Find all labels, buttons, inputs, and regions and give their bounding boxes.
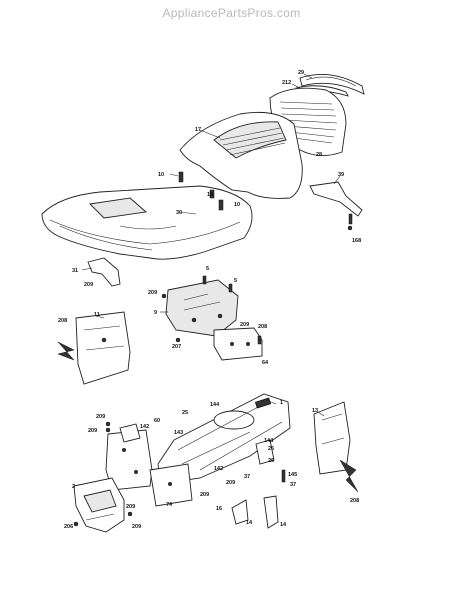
callout-10-right: 10 (234, 202, 240, 208)
callout-207: 207 (172, 344, 181, 350)
callout-168: 168 (352, 238, 361, 244)
bolt-145 (281, 469, 286, 483)
callout-209-body: 209 (84, 282, 93, 288)
spacer-18 (209, 189, 215, 199)
callout-144-top: 144 (210, 402, 220, 408)
hood-bracket (309, 181, 363, 225)
callout-31: 31 (72, 268, 78, 274)
pivot-bracket-142 (119, 423, 141, 443)
callout-9: 9 (154, 310, 157, 316)
callout-28: 28 (316, 152, 322, 158)
callout-143: 143 (174, 430, 183, 436)
callout-208-bracket: 208 (258, 324, 267, 330)
bolt-209-b (105, 427, 111, 433)
callout-142-top: 142 (140, 424, 149, 430)
callout-145: 145 (288, 472, 297, 478)
callout-10-left: 10 (158, 172, 164, 178)
callout-209-h: 209 (126, 504, 135, 510)
callout-5-right: 5 (234, 278, 237, 284)
callout-209-panel: 209 (148, 290, 157, 296)
callout-212: 212 (282, 80, 291, 86)
side-panel-right (313, 401, 351, 475)
callout-29: 29 (298, 70, 304, 76)
callout-208-right: 208 (350, 498, 359, 504)
callout-209-a: 209 (96, 414, 105, 420)
dash-panel-plate (165, 279, 239, 337)
callout-206: 206 (64, 524, 73, 530)
grille-top-trim (299, 73, 365, 95)
control-bracket (213, 327, 263, 361)
screws-208-right (339, 459, 359, 493)
callout-5-left: 5 (206, 266, 209, 272)
bolt-168 (347, 225, 353, 231)
bolt-206 (73, 521, 79, 527)
callout-39: 39 (338, 172, 344, 178)
callout-1: 1 (280, 400, 283, 406)
leader-lines (81, 73, 341, 417)
bolt-209-a (105, 421, 111, 427)
callout-209-f: 209 (226, 480, 235, 486)
callout-30: 30 (176, 210, 182, 216)
callout-labels: 29 212 28 17 10 18 10 30 39 168 31 209 5… (58, 70, 361, 530)
lever-14 (263, 495, 279, 529)
callout-2: 2 (72, 484, 75, 490)
callout-18: 18 (207, 192, 213, 198)
bolt-209-bumper (127, 511, 133, 517)
screw-10-left (178, 171, 184, 183)
callout-209-b: 209 (88, 428, 97, 434)
callout-209-bracket: 209 (240, 322, 249, 328)
front-bumper (73, 477, 125, 533)
callout-208-left: 208 (58, 318, 67, 324)
callout-209-g: 209 (200, 492, 209, 498)
callout-25: 25 (182, 410, 188, 416)
bracket-26 (255, 439, 275, 465)
callout-74: 74 (166, 502, 173, 508)
body-bracket (87, 257, 121, 287)
callout-13: 13 (312, 408, 318, 414)
callout-37-lower: 37 (290, 482, 296, 488)
callout-26-lower: 26 (268, 458, 274, 464)
callout-60: 60 (154, 418, 160, 424)
callout-14-right: 14 (280, 522, 287, 528)
callout-209-i: 209 (132, 524, 141, 530)
lower-left-plate (149, 463, 193, 507)
lever-16 (231, 499, 249, 525)
callout-64: 64 (262, 360, 269, 366)
callout-142-bottom: 142 (214, 466, 223, 472)
watermark: AppliancePartsPros.com (162, 6, 301, 20)
screw-10-right (218, 199, 224, 211)
callout-16: 16 (216, 506, 222, 512)
body-pan (41, 185, 253, 260)
callout-14-left: 14 (246, 520, 253, 526)
screws-208-left (57, 341, 75, 361)
left-mounting-plate (105, 429, 153, 491)
bolt-207 (175, 337, 181, 343)
hood (179, 111, 303, 199)
side-panel-left (75, 311, 131, 385)
callout-26-upper: 26 (268, 446, 274, 452)
callout-37-upper: 37 (244, 474, 250, 480)
callout-11: 11 (94, 312, 100, 318)
screw-5-right (228, 283, 233, 293)
bolt-209-panel (161, 293, 167, 299)
callout-144-right: 144 (264, 438, 274, 444)
screw-5-left (202, 275, 207, 285)
bolt-208-bracket (257, 335, 262, 345)
callout-17: 17 (195, 127, 201, 133)
